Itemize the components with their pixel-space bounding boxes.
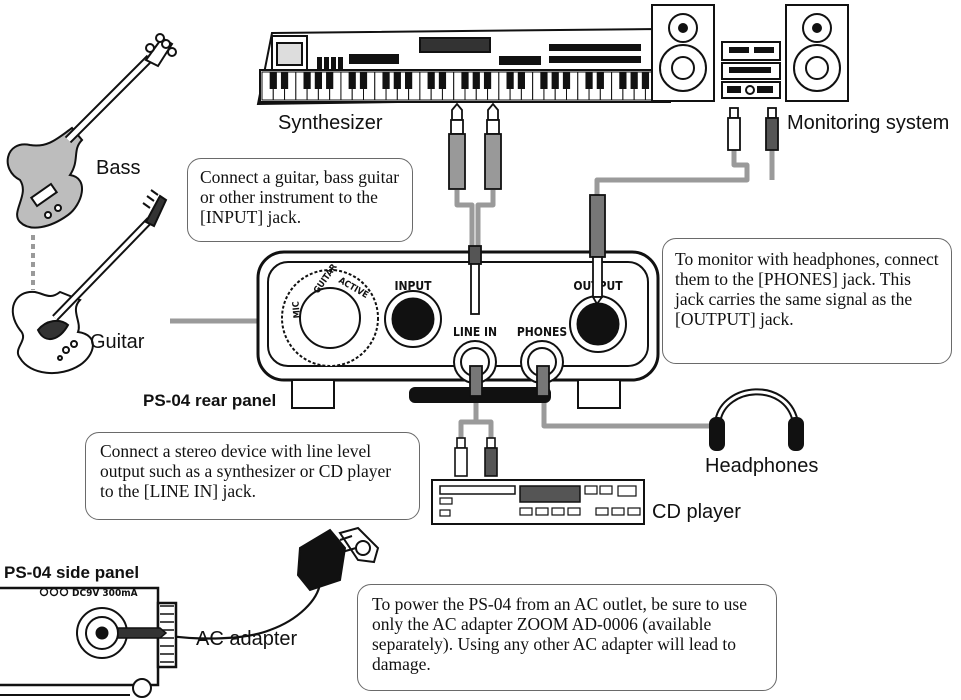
ps04-rear-panel <box>256 250 660 409</box>
synth-black-key <box>427 72 435 89</box>
cd-player-label: CD player <box>652 501 741 523</box>
synth-black-key <box>269 72 277 89</box>
synth-black-key <box>472 72 480 89</box>
cables <box>31 150 775 640</box>
monitoring-system-illustration <box>651 4 849 102</box>
rca-plugs-monitor <box>727 107 779 151</box>
line-in-note-text: Connect a stereo device with line level … <box>100 441 392 501</box>
headphones-illustration <box>709 388 804 451</box>
synth-black-key <box>630 72 638 89</box>
synthesizer-label: Synthesizer <box>278 112 383 134</box>
synth-black-key <box>551 72 559 89</box>
ac-adapter-illustration <box>296 526 380 592</box>
synth-black-key <box>461 72 469 89</box>
ps04-side-panel <box>0 586 178 698</box>
power-note-text: To power the PS-04 from an AC outlet, be… <box>372 594 747 674</box>
synth-black-key <box>585 72 593 89</box>
input-note-box: Connect a guitar, bass guitar or other i… <box>187 158 413 242</box>
monitoring-system-label: Monitoring system <box>787 112 949 134</box>
headphones-label: Headphones <box>705 455 818 477</box>
phones-note-box: To monitor with headphones, connect them… <box>662 238 952 364</box>
synth-black-key <box>314 72 322 89</box>
guitar-label: Guitar <box>90 331 145 353</box>
synth-black-key <box>348 72 356 89</box>
synth-black-key <box>438 72 447 89</box>
synth-black-key <box>405 72 413 89</box>
phones-jack-label: PHONES <box>517 325 567 339</box>
synth-black-key <box>382 72 390 89</box>
bass-illustration <box>6 33 177 229</box>
phones-note-text: To monitor with headphones, connect them… <box>675 249 939 329</box>
power-note-box: To power the PS-04 from an AC outlet, be… <box>357 584 777 691</box>
input-jack-label: INPUT <box>394 279 432 293</box>
dc-rating-label: DC9V 300mA <box>72 588 138 599</box>
synth-black-key <box>483 72 492 89</box>
synthesizer-keys <box>261 71 669 101</box>
synth-black-key <box>506 72 514 89</box>
synth-black-key <box>303 72 311 89</box>
cd-player-illustration <box>431 437 645 525</box>
synth-black-key <box>619 72 627 89</box>
synth-black-key <box>326 72 334 89</box>
switch-mic-label: MIC <box>292 301 303 319</box>
synth-black-key <box>596 72 604 89</box>
synth-black-key <box>540 72 548 89</box>
synth-black-key <box>641 72 650 89</box>
synth-black-key <box>280 72 289 89</box>
side-panel-label: PS-04 side panel <box>4 563 139 582</box>
synth-black-key <box>393 72 401 89</box>
guitar-illustration <box>11 189 168 375</box>
ac-adapter-label: AC adapter <box>196 628 298 650</box>
line-in-note-box: Connect a stereo device with line level … <box>85 432 420 520</box>
synth-black-key <box>359 72 368 89</box>
rear-panel-label: PS-04 rear panel <box>143 391 276 410</box>
panel-plugs <box>468 194 606 397</box>
synth-black-key <box>517 72 525 89</box>
bass-label: Bass <box>96 157 140 179</box>
line-in-jack-label: LINE IN <box>453 325 497 339</box>
input-note-text: Connect a guitar, bass guitar or other i… <box>200 167 400 227</box>
device-labels: Synthesizer Monitoring system Bass Guita… <box>4 112 949 650</box>
synth-plugs <box>448 102 502 190</box>
synth-black-key <box>562 72 571 89</box>
